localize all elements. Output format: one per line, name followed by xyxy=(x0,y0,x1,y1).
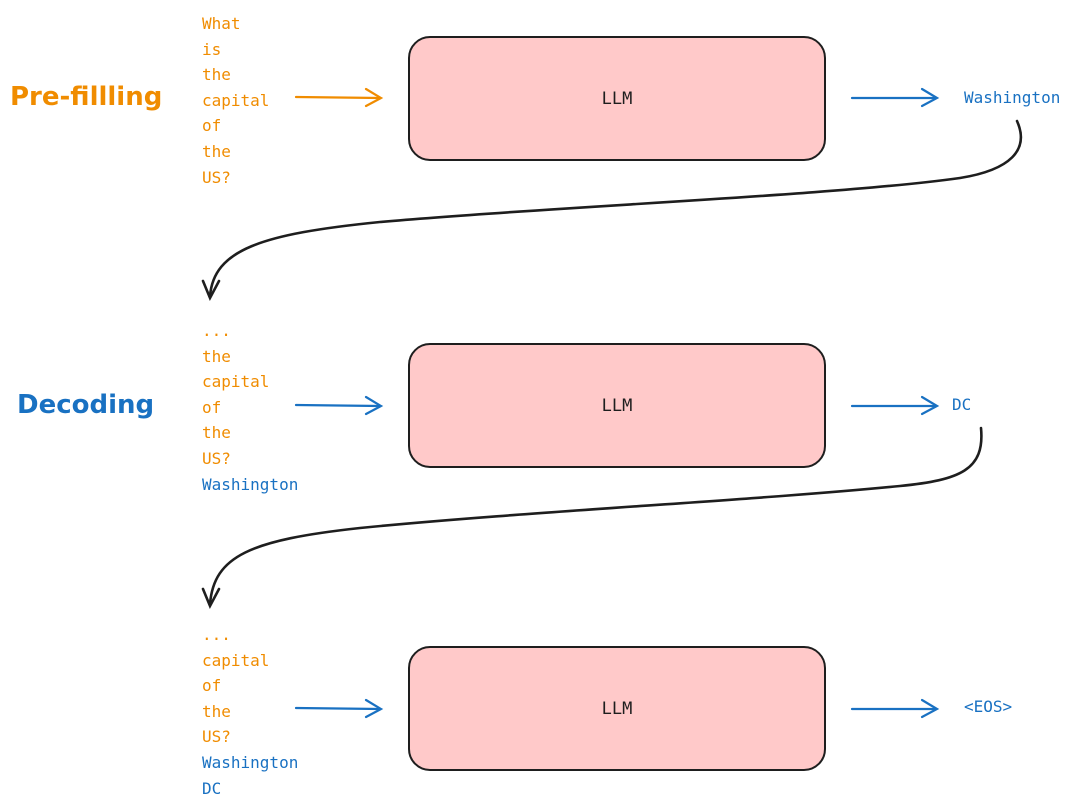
input-token: the xyxy=(202,701,231,721)
input-token: DC xyxy=(202,778,222,798)
input-token: US? xyxy=(202,727,231,747)
input-token: Washington xyxy=(202,752,299,772)
input-token: the xyxy=(202,423,231,443)
row-0-input-arrow xyxy=(294,87,384,108)
feedback-arrow-dc xyxy=(201,426,983,610)
input-token: ... xyxy=(202,625,231,644)
row-1-llm-box: LLM xyxy=(408,343,826,468)
row-2-input-arrow xyxy=(294,698,384,719)
input-token: ... xyxy=(202,321,231,340)
input-token: is xyxy=(202,39,222,59)
row-2-output-arrow xyxy=(850,698,940,719)
row-0-output-arrow xyxy=(850,87,940,108)
input-token: What xyxy=(202,14,241,33)
input-token: the xyxy=(202,346,231,366)
input-token: US? xyxy=(202,448,231,468)
input-token: capital xyxy=(202,372,270,392)
row-2-llm-label: LLM xyxy=(601,698,633,719)
row-2-output-token: <EOS> xyxy=(964,697,1013,716)
input-token: Washington xyxy=(202,474,299,494)
row-1-llm-label: LLM xyxy=(601,395,633,416)
row-1-output-token: DC xyxy=(952,395,972,414)
input-token: of xyxy=(202,397,222,417)
row-1-output-arrow xyxy=(850,395,940,416)
input-token: capital xyxy=(202,650,270,670)
row-2-llm-box: LLM xyxy=(408,646,826,771)
row-0-output-token: Washington xyxy=(964,88,1061,107)
row-0-llm-box: LLM xyxy=(408,36,826,161)
input-token: capital xyxy=(202,90,270,110)
row-0-llm-label: LLM xyxy=(601,88,633,109)
input-token: of xyxy=(202,116,222,136)
decoding-phase-label: Decoding xyxy=(17,390,155,420)
input-token: the xyxy=(202,65,231,85)
input-token: US? xyxy=(202,167,231,187)
input-token: of xyxy=(202,676,222,696)
feedback-arrow-washington xyxy=(201,119,1023,302)
prefill-phase-label: Pre-fillling xyxy=(10,82,163,112)
row-1-input-arrow xyxy=(294,395,384,416)
input-token: the xyxy=(202,141,231,161)
